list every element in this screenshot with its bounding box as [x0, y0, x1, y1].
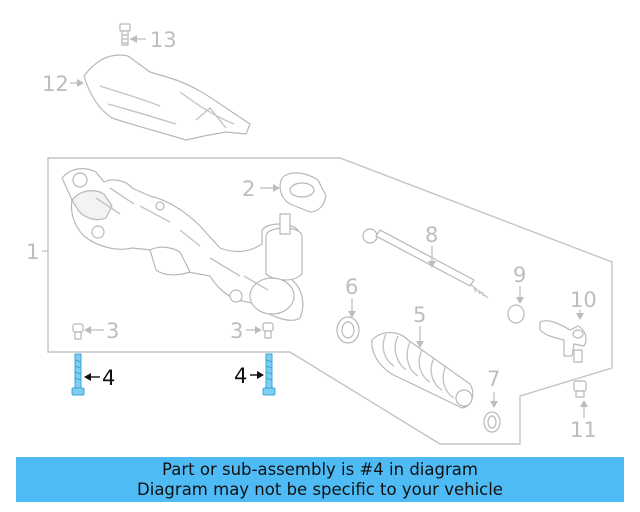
callout-8: 8	[425, 223, 438, 247]
banner-line-2: Diagram may not be specific to your vehi…	[137, 479, 503, 499]
callout-9: 9	[513, 263, 526, 287]
callout-5: 5	[413, 303, 426, 327]
callout-6: 6	[345, 275, 358, 299]
bolt-part-4-left	[71, 353, 85, 396]
assembly-outline	[47, 157, 613, 445]
info-banner: Part or sub-assembly is #4 in diagram Di…	[16, 457, 624, 502]
heat-shield-part	[83, 54, 251, 141]
nut-part	[507, 304, 525, 324]
grommet-part	[279, 172, 327, 213]
callout-7: 7	[487, 367, 500, 391]
inner-tie-rod-part	[362, 228, 489, 299]
callout-4-right: 4	[234, 364, 247, 388]
callout-10: 10	[570, 288, 597, 312]
callout-11: 11	[570, 418, 597, 442]
callout-12: 12	[42, 72, 69, 96]
shield-bolt-part	[119, 23, 131, 46]
banner-line-1: Part or sub-assembly is #4 in diagram	[162, 459, 478, 479]
callout-13: 13	[150, 28, 177, 52]
callout-3-right: 3	[230, 319, 243, 343]
steering-gear-part	[61, 168, 304, 321]
callout-1: 1	[26, 240, 39, 264]
callout-3-left: 3	[106, 319, 119, 343]
boot-bellows-part	[371, 331, 474, 409]
bolt-part-4-right	[262, 353, 276, 396]
small-clamp-part	[483, 411, 501, 433]
callout-2: 2	[242, 177, 255, 201]
clamp-part	[336, 316, 360, 344]
leader-lines	[42, 35, 588, 418]
stud-part-right	[262, 322, 274, 339]
stud-part-left	[72, 323, 84, 340]
outer-tie-rod-end-part	[539, 320, 587, 363]
callout-4-left: 4	[102, 366, 115, 390]
leader-lines-highlighted	[84, 371, 264, 381]
castle-nut-part	[573, 380, 587, 398]
